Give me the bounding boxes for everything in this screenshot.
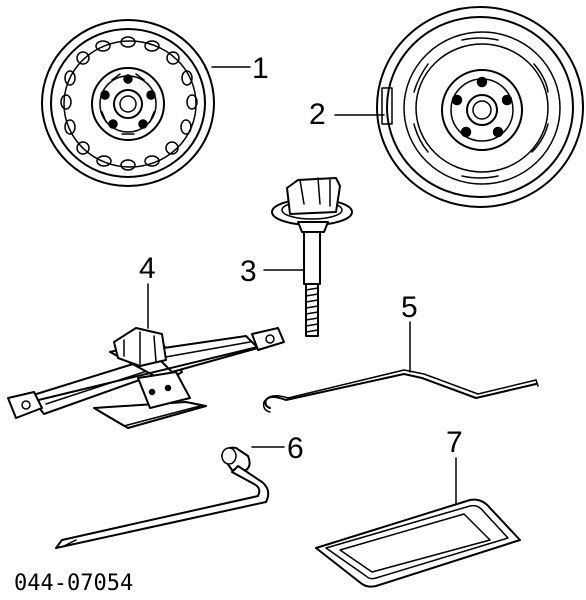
lug-wrench-illustration	[55, 446, 270, 549]
callout-1: 1	[252, 52, 269, 85]
scissor-jack-illustration	[7, 327, 285, 429]
lug-nut-holes	[100, 74, 156, 129]
callout-5: 5	[401, 291, 418, 324]
wheel-vent-holes	[60, 36, 198, 171]
callout-3: 3	[240, 255, 257, 288]
tire-lug-nut-holes	[451, 76, 513, 138]
steel-wheel-illustration	[41, 19, 215, 187]
jack-handle-rod-illustration	[262, 369, 539, 413]
callout-4: 4	[139, 252, 156, 285]
callout-6: 6	[287, 432, 304, 465]
wheel-with-tire-illustration	[376, 6, 584, 208]
diagram-code: 044-07054	[14, 571, 133, 596]
rim-slots	[381, 37, 549, 179]
callout-7: 7	[446, 426, 463, 459]
callout-2: 2	[309, 98, 326, 131]
tool-bag-illustration	[315, 498, 521, 588]
hold-down-bolt-illustration	[271, 177, 353, 337]
